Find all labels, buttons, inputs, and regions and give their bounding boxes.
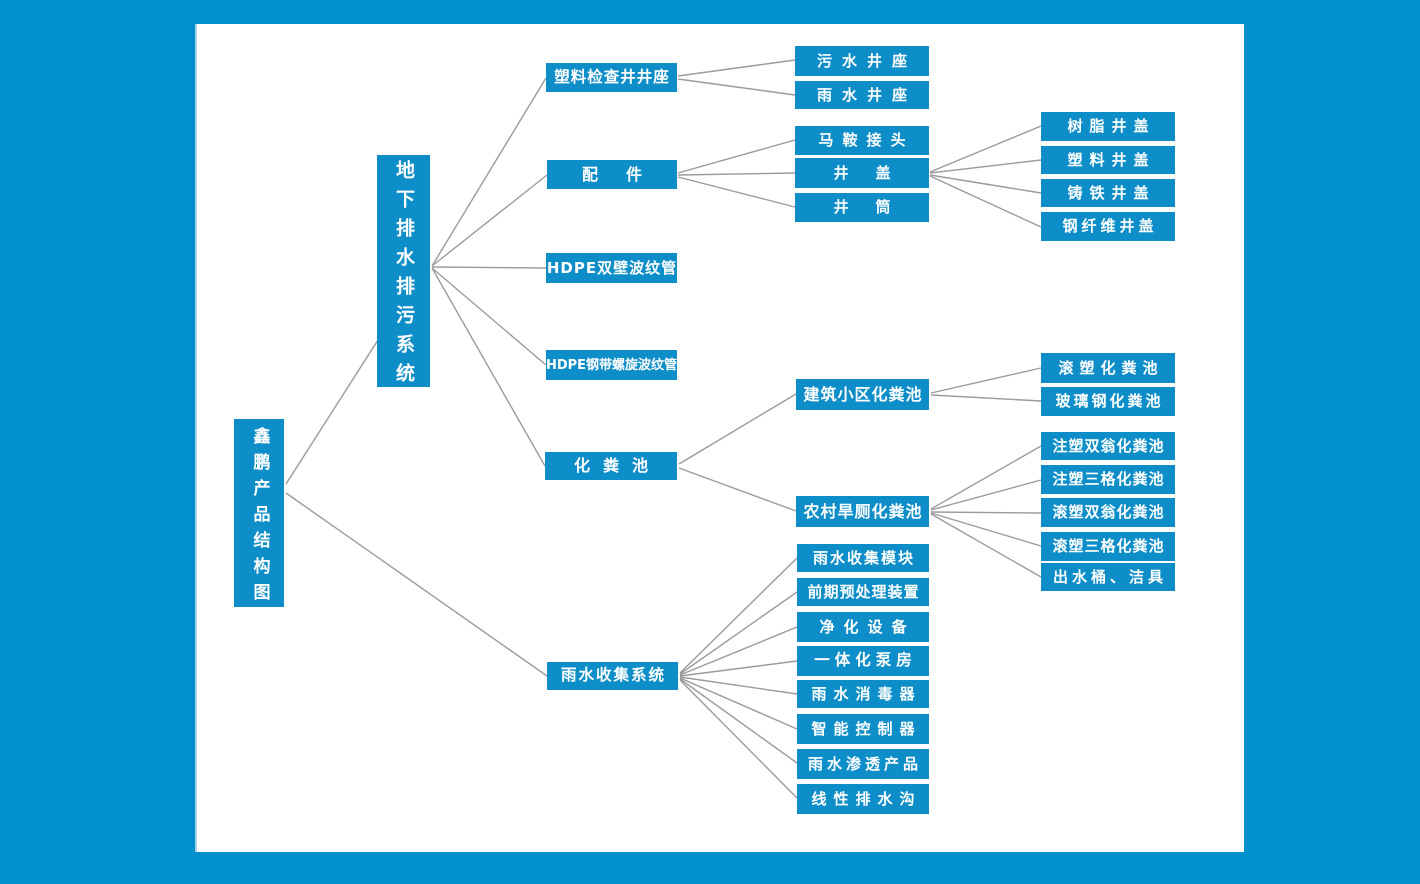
node-smart-controller: 智能控制器 — [797, 714, 929, 744]
node-cast-iron-well-cover: 铸铁井盖 — [1041, 179, 1175, 207]
node-well-cover: 井 盖 — [795, 158, 929, 188]
node-saddle-joint: 马鞍接头 — [795, 126, 929, 155]
node-rainwater-infiltration-products: 雨水渗透产品 — [797, 749, 929, 779]
node-outlet-bucket-sanitary-ware: 出水桶、洁具 — [1041, 563, 1175, 591]
node-roto-double-urn-septic-tank: 滚塑双翁化粪池 — [1041, 498, 1175, 527]
node-hdpe-steel-belt-spiral-corrugated-pipe: HDPE钢带螺旋波纹管 — [546, 350, 677, 380]
node-plastic-well-cover: 塑料井盖 — [1041, 146, 1175, 174]
node-rural-dry-toilet-septic-tank: 农村旱厕化粪池 — [796, 496, 929, 527]
node-building-district-septic-tank: 建筑小区化粪池 — [796, 379, 929, 410]
node-rainwater-disinfector: 雨水消毒器 — [797, 680, 929, 708]
node-root-product-structure: 鑫鹏产品结构图 — [234, 419, 284, 609]
node-underground-drainage-sewage-system: 地下排水排污系统 — [377, 155, 430, 392]
node-rainwater-collection-system: 雨水收集系统 — [547, 662, 678, 690]
node-frp-septic-tank: 玻璃钢化粪池 — [1041, 387, 1175, 416]
node-hdpe-double-wall-corrugated-pipe: HDPE双壁波纹管 — [546, 253, 677, 283]
node-roto-three-grid-septic-tank: 滚塑三格化粪池 — [1041, 532, 1175, 561]
node-linear-drainage-ditch: 线性排水沟 — [797, 784, 929, 814]
node-plastic-inspection-well-seat: 塑料检查井井座 — [546, 63, 677, 92]
node-resin-well-cover: 树脂井盖 — [1041, 112, 1175, 141]
node-sewage-well-seat: 污水井座 — [795, 46, 929, 76]
node-rainwater-collection-module: 雨水收集模块 — [797, 544, 929, 572]
node-fittings: 配 件 — [547, 160, 677, 189]
node-purification-equipment: 净化设备 — [797, 612, 929, 642]
node-roto-molded-septic-tank: 滚塑化粪池 — [1041, 353, 1175, 383]
node-steel-fiber-well-cover: 钢纤维井盖 — [1041, 212, 1175, 241]
node-injection-three-grid-septic-tank: 注塑三格化粪池 — [1041, 465, 1175, 494]
node-pretreatment-device: 前期预处理装置 — [797, 578, 929, 606]
node-well-barrel: 井 筒 — [795, 193, 929, 222]
node-integrated-pump-house: 一体化泵房 — [797, 646, 929, 676]
node-injection-double-urn-septic-tank: 注塑双翁化粪池 — [1041, 432, 1175, 460]
node-rain-well-seat: 雨水井座 — [795, 81, 929, 109]
node-septic-tank: 化粪池 — [545, 452, 677, 480]
